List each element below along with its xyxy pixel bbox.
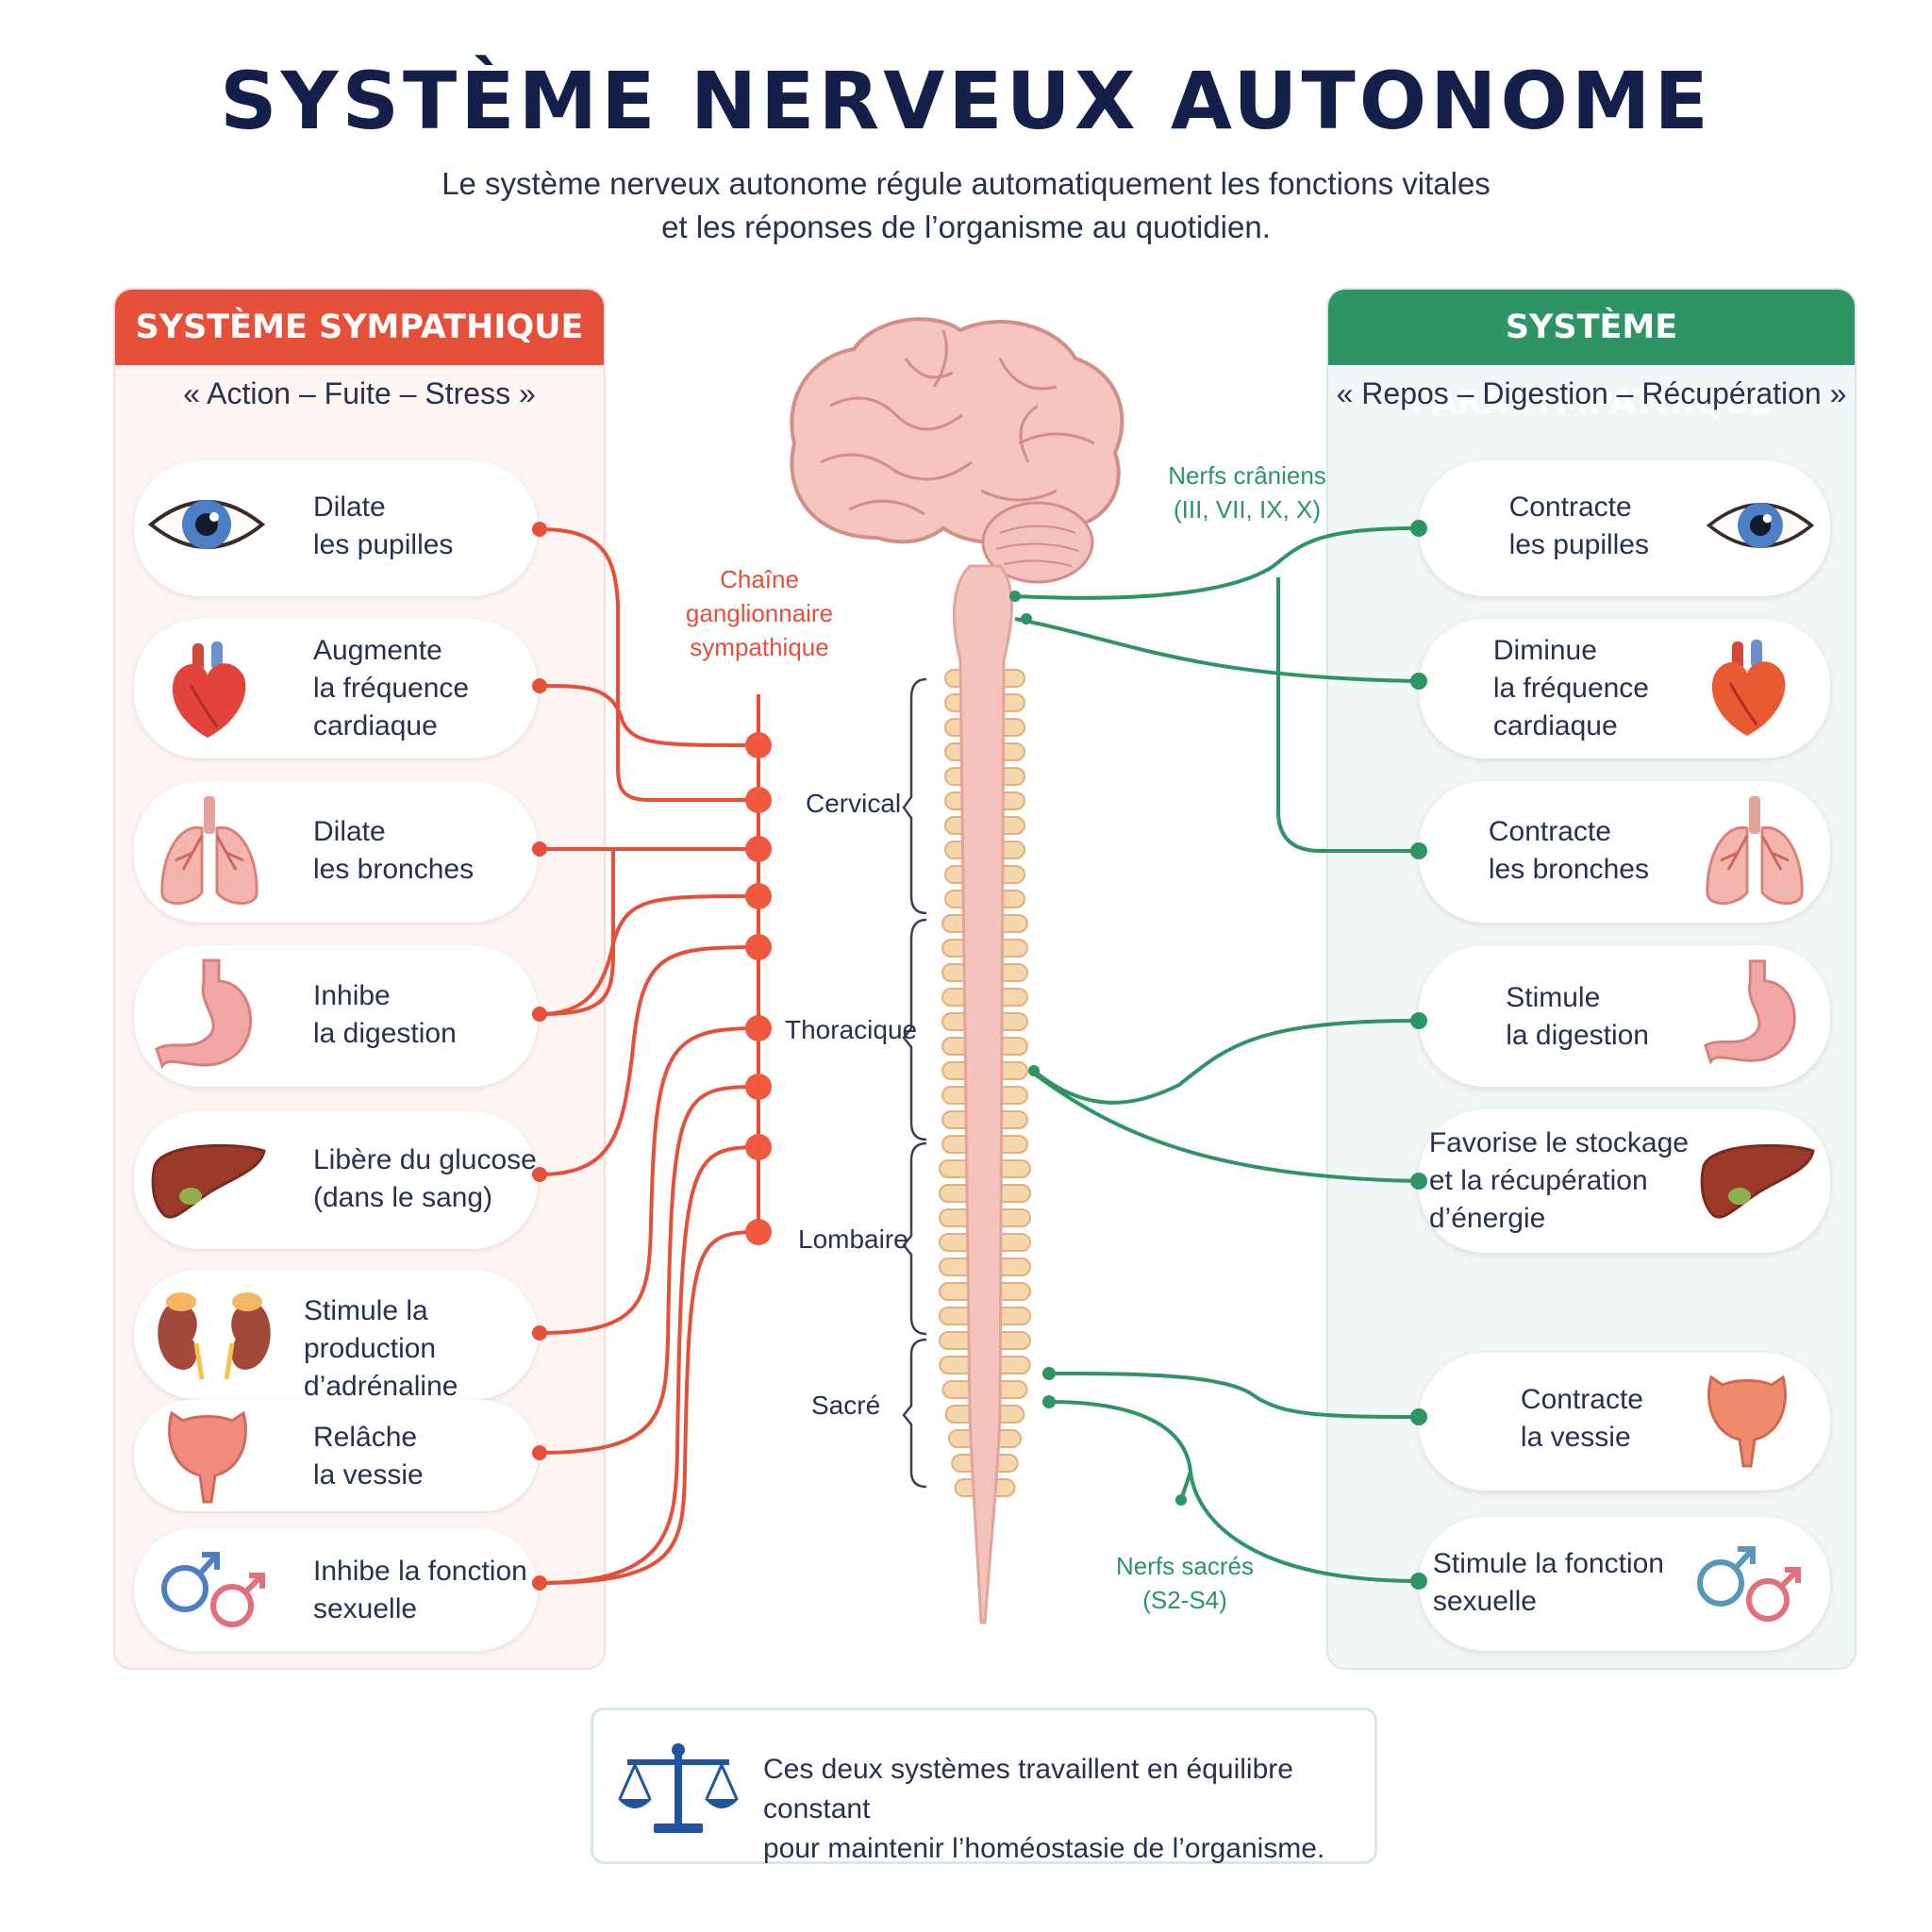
para-text-pupils: Contracte les pupilles (1508, 491, 1649, 560)
parasympathetic-motto: « Repos – Digestion – Récupération » (1336, 376, 1847, 410)
sympathetic-motto: « Action – Fuite – Stress » (183, 376, 536, 410)
symp-card-adrenaline: Stimule la production d’adrénaline (134, 1270, 538, 1402)
para-card-pupils: Contracte les pupilles (1419, 460, 1830, 596)
sympathetic-endpoints (532, 522, 547, 1591)
eye-icon (147, 487, 266, 562)
bladder-icon (1702, 1368, 1792, 1474)
symp-card-sexual: Inhibe la fonction sexuelle (134, 1528, 538, 1651)
gender-symbols-icon (155, 1541, 270, 1636)
symp-card-bronchi: Dilate les bronches (134, 781, 538, 923)
brain-icon (790, 317, 1124, 584)
symp-text-sexual: Inhibe la fonction sexuelle (313, 1556, 527, 1624)
gender-symbols-icon (1690, 1536, 1806, 1630)
para-card-bronchi: Contracte les bronches (1419, 781, 1830, 923)
page-subtitle: Le système nerveux autonome régule autom… (441, 166, 1491, 244)
para-text-digestion: Stimule la digestion (1506, 982, 1649, 1051)
symp-card-pupils: Dilate les pupilles (134, 460, 538, 596)
kidneys-icon (153, 1287, 275, 1381)
para-text-bronchi: Contracte les bronches (1488, 816, 1649, 885)
region-thoracique: Thoracique (785, 1015, 918, 1044)
page-title: SYSTÈME NERVEUX AUTONOME (220, 55, 1712, 147)
para-text-sexual: Stimule la fonction sexuelle (1432, 1548, 1664, 1617)
region-lombaire: Lombaire (798, 1224, 908, 1254)
para-card-bladder: Contracte la vessie (1419, 1353, 1830, 1491)
footer-note: Ces deux systèmes travaillent en équilib… (591, 1707, 1377, 1864)
balance-scale-icon (616, 1739, 741, 1843)
region-cervical: Cervical (806, 789, 902, 818)
para-text-bladder: Contracte la vessie (1520, 1384, 1643, 1453)
lungs-icon (1700, 794, 1809, 911)
sacral-nerves-label: Nerfs sacrés (S2-S4) (1116, 1552, 1254, 1614)
stomach-icon (151, 955, 266, 1075)
heart-icon (1704, 638, 1792, 740)
sympathetic-title: SYSTÈME SYMPATHIQUE (115, 290, 604, 365)
lungs-icon (155, 794, 264, 911)
symp-text-pupils: Dilate les pupilles (313, 491, 454, 560)
symp-card-bladder: Relâche la vessie (134, 1400, 538, 1511)
sympathetic-connections (539, 527, 759, 1585)
cranial-nerves-label: Nerfs crâniens (III, VII, IX, X) (1168, 461, 1326, 524)
liver-icon (1698, 1138, 1817, 1228)
symp-text-bronchi: Dilate les bronches (313, 816, 475, 885)
symp-text-digestion: Inhibe la digestion (313, 980, 457, 1049)
parasympathetic-title: SYSTÈME PARASYMPATHIQUE (1328, 290, 1855, 422)
para-card-sexual: Stimule la fonction sexuelle (1419, 1517, 1830, 1651)
sympathetic-ganglia (745, 732, 772, 1245)
para-card-digestion: Stimule la digestion (1419, 945, 1830, 1087)
symp-text-adrenaline: Stimule la production d’adrénaline (304, 1295, 458, 1402)
region-brackets (902, 677, 927, 1489)
parasympathetic-connections (1014, 526, 1420, 1583)
region-sacre: Sacré (811, 1391, 881, 1420)
stomach-icon (1700, 955, 1809, 1072)
heart-icon (164, 640, 253, 741)
symp-text-bladder: Relâche la vessie (313, 1422, 424, 1491)
para-card-energy: Favorise le stockage et la récupération … (1419, 1109, 1830, 1253)
footer-text: Ces deux systèmes travaillent en équilib… (763, 1754, 1325, 1864)
symp-card-digestion: Inhibe la digestion (134, 945, 538, 1087)
eye-icon (1706, 491, 1815, 560)
parasympathetic-endpoints (1009, 520, 1427, 1590)
symp-text-glucose: Libère du glucose (dans le sang) (313, 1144, 537, 1213)
symp-text-heart: Augmente la fréquence cardiaque (313, 635, 470, 741)
para-card-heart: Diminue la fréquence cardiaque (1419, 619, 1830, 758)
bladder-icon (162, 1404, 253, 1509)
symp-card-glucose: Libère du glucose (dans le sang) (134, 1111, 538, 1249)
liver-icon (149, 1138, 268, 1228)
para-text-heart: Diminue la fréquence cardiaque (1492, 635, 1649, 741)
symp-card-heart: Augmente la fréquence cardiaque (134, 619, 538, 758)
chain-label: Chaîne ganglionnaire sympathique (685, 565, 834, 661)
spinal-cord (953, 564, 1013, 1624)
para-text-energy: Favorise le stockage et la récupération … (1428, 1127, 1689, 1234)
